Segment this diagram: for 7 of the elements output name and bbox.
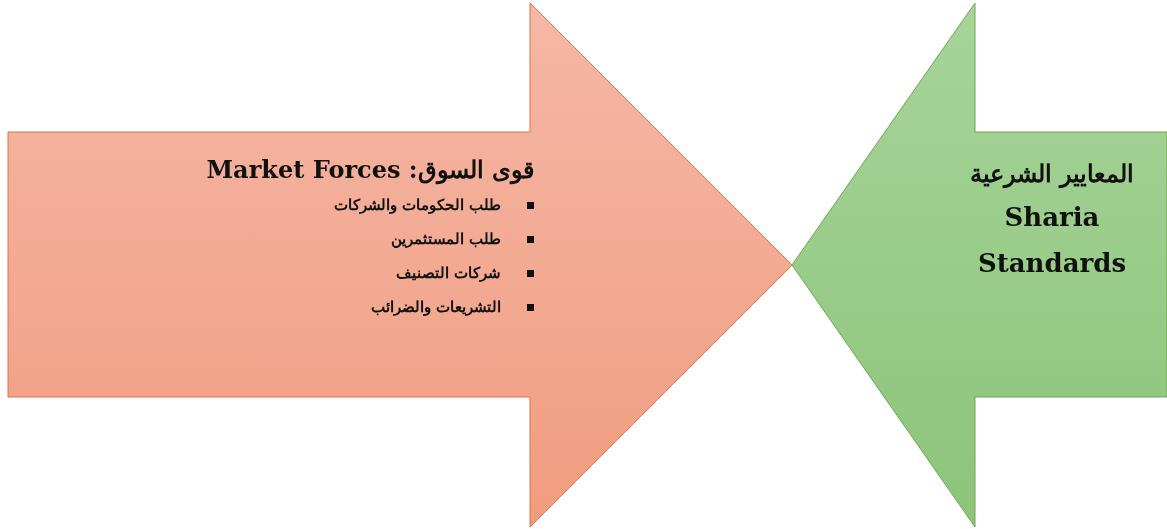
list-item: شركات التصنيف — [395, 264, 501, 282]
heading: المعايير الشرعية — [968, 158, 1136, 191]
list-item: طلب المستثمرين — [390, 230, 501, 248]
label: Sharia Standards — [976, 201, 1128, 280]
list-item: طلب الحكومات والشركات — [333, 196, 501, 214]
heading: قوى السوق: Market Forces — [206, 155, 534, 184]
list-item: التشريعات والضرائب — [370, 298, 501, 316]
